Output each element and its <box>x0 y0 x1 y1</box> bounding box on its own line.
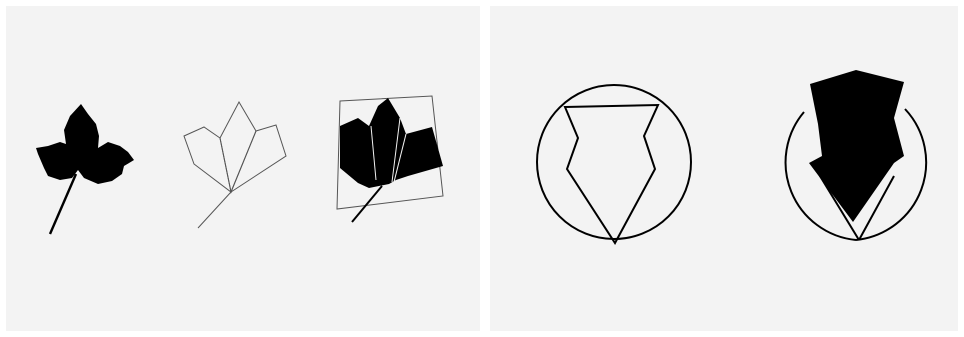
circle-figures <box>490 6 958 331</box>
outline-center-lobe <box>220 102 256 192</box>
leaf-figures <box>6 6 480 331</box>
solid-leaf-blade <box>36 104 134 184</box>
solid-shape-over-cut-circle <box>786 70 927 240</box>
left-panel <box>6 6 480 331</box>
solid-arrow-shape <box>809 70 904 222</box>
outline-right-lobe <box>231 125 286 192</box>
outlined-shape-in-circle <box>537 85 691 243</box>
solid-ivy-leaf <box>36 104 134 234</box>
outline-stem <box>198 192 231 228</box>
leaf-polygon-in-bounding-quad <box>337 96 443 222</box>
inscribed-shape <box>565 105 658 243</box>
leaf-stem <box>50 174 76 234</box>
outer-circle <box>537 85 691 239</box>
solid-leaf-polygon <box>340 98 443 188</box>
outlined-leaf-polygon <box>184 102 286 228</box>
right-panel <box>490 6 958 331</box>
